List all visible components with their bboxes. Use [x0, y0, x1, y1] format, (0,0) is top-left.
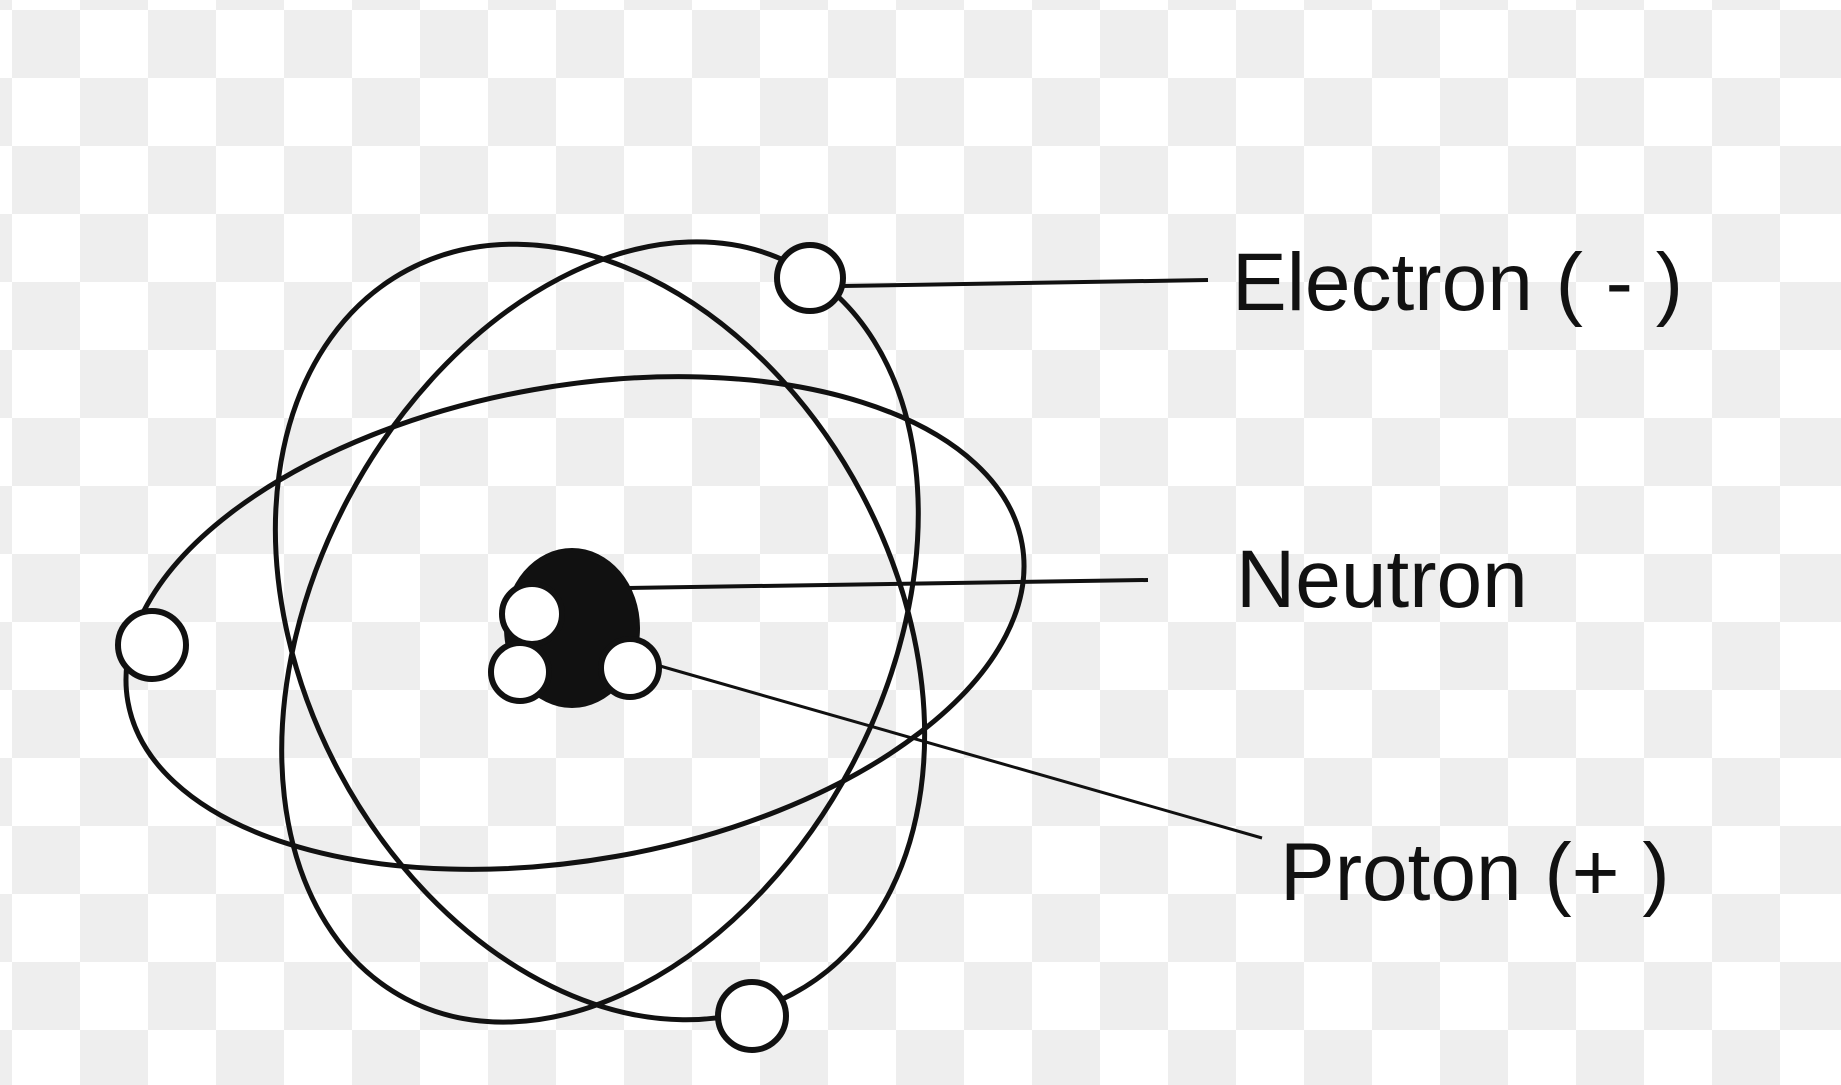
electron-left — [118, 611, 186, 679]
neutron-label: Neutron — [1236, 534, 1528, 625]
proton-label: Proton (+ ) — [1280, 827, 1670, 918]
proton-particle — [491, 643, 549, 701]
electron-label: Electron ( - ) — [1232, 237, 1683, 328]
proton-particle — [601, 639, 659, 697]
electron-bottom — [718, 982, 786, 1050]
proton-particle — [502, 584, 562, 644]
electron-top-right — [777, 245, 843, 311]
